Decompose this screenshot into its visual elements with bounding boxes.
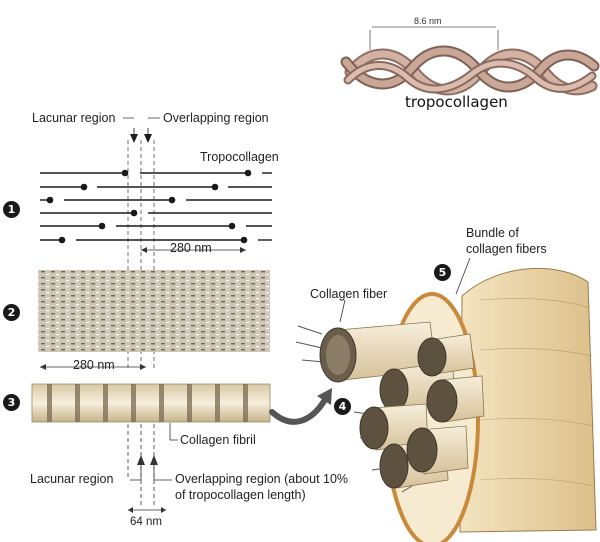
lacunar-region-bottom-label: Lacunar region: [30, 472, 114, 486]
step-badge-3: 3: [3, 394, 20, 411]
collagen-fibril-band: [31, 383, 271, 423]
step-badge-2: 2: [3, 304, 20, 321]
overlapping-region-bottom-label-2: of tropocollagen length): [175, 488, 306, 502]
staggered-tropocollagen-rows: [40, 117, 272, 370]
lacunar-region-top-label: Lacunar region: [32, 111, 116, 125]
triple-helix-illustration: [340, 26, 600, 96]
collagen-fiber-bundle: [295, 267, 597, 542]
collagen-fiber-label: Collagen fiber: [310, 287, 388, 301]
bundle-label-line-1: Bundle of: [466, 226, 519, 240]
helix-width-label: 8.6 nm: [414, 16, 442, 26]
dimension-280-lower: [40, 364, 146, 370]
tropocollagen-label: Tropocollagen: [200, 150, 279, 164]
curved-arrow-icon: [269, 395, 329, 425]
dimension-280-lower-label: 280 nm: [73, 358, 115, 372]
step-badge-4: 4: [334, 398, 351, 415]
fibril-callout-lines: [127, 423, 178, 513]
bundle-callout-lines: [339, 257, 471, 323]
dimension-280-upper: [141, 247, 246, 253]
fibril-array-micrograph: [38, 270, 270, 352]
step-badge-1: 1: [3, 201, 20, 218]
tropocollagen-caption: tropocollagen: [405, 93, 508, 111]
dimension-280-upper-label: 280 nm: [170, 241, 212, 255]
collagen-fibril-label: Collagen fibril: [180, 433, 256, 447]
bundle-label-line-2: collagen fibers: [466, 242, 547, 256]
dimension-64-label: 64 nm: [130, 516, 162, 528]
overlapping-region-top-label: Overlapping region: [163, 111, 269, 125]
overlapping-region-bottom-label-1: Overlapping region (about 10%: [175, 472, 349, 486]
step-badge-5: 5: [434, 264, 451, 281]
